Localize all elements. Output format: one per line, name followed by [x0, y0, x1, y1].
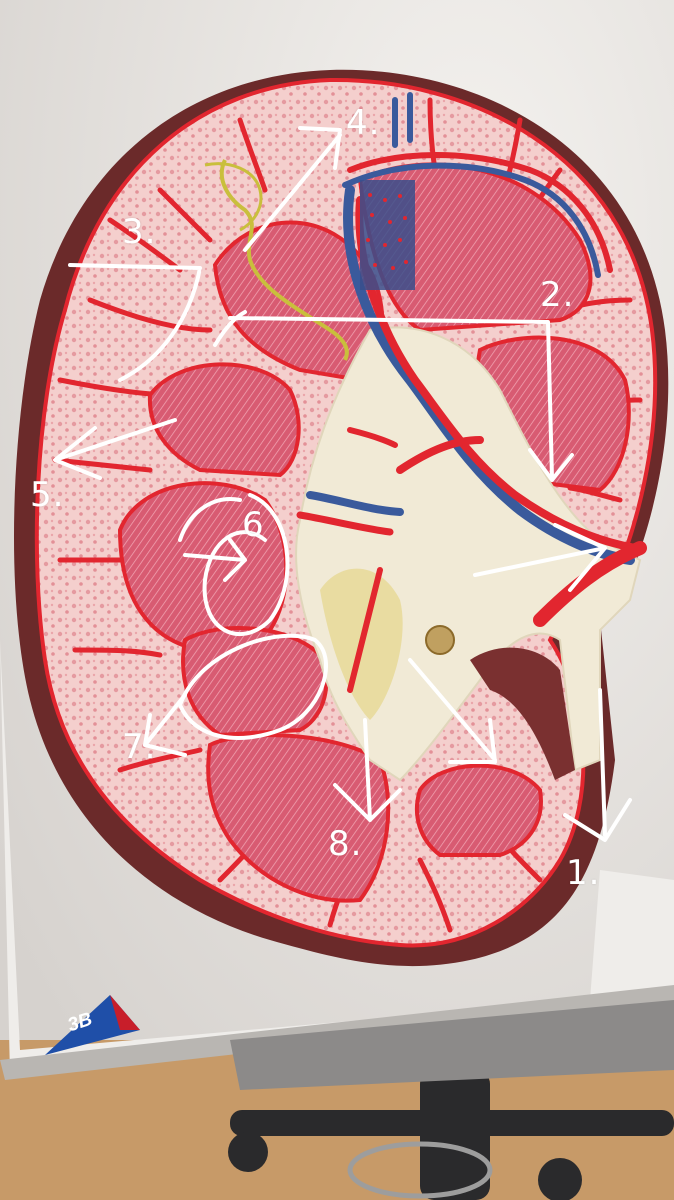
arcuate-vein [342, 162, 601, 278]
annotation-6 [178, 493, 290, 637]
arrow-4 [243, 126, 342, 252]
pyramid [206, 733, 391, 903]
ureter-cross-section [470, 647, 575, 780]
label-6: 6 [242, 505, 265, 545]
stand-shadow [230, 1000, 674, 1090]
label-8: 8. [328, 824, 363, 864]
label-7: 7. [122, 727, 157, 767]
vascular-detail-dots [366, 193, 408, 270]
ureter-lumen [425, 625, 455, 655]
interlobar-artery-2 [347, 427, 398, 448]
interlobar-artery [347, 567, 383, 693]
pyramid [147, 362, 301, 478]
segmental-vein [306, 491, 404, 516]
vein-stub-top [392, 92, 413, 148]
arrow-8 [333, 718, 402, 822]
arrow-3 [68, 263, 247, 382]
office-chair-icon [228, 1070, 674, 1200]
arrow-2 [228, 316, 574, 482]
arrow-renal-artery [473, 523, 607, 592]
label-5: 5. [30, 475, 65, 515]
arrow-8b [408, 658, 497, 764]
segmental-artery [396, 436, 484, 474]
renal-artery [533, 541, 647, 627]
arrow-5 [53, 418, 177, 480]
pyramid [414, 763, 543, 857]
arrow-1 [563, 688, 632, 842]
label-2: 2. [540, 275, 575, 315]
renal-vein-branch [343, 185, 635, 565]
nephron-model-loop [204, 162, 263, 232]
label-3: 3. [122, 212, 157, 252]
label-4: 4. [346, 103, 381, 143]
3b-scientific-logo-icon [45, 995, 140, 1055]
nephron-model [219, 159, 349, 361]
segmental-artery-2 [296, 511, 394, 536]
pyramid [181, 626, 329, 738]
label-1: 1. [566, 853, 601, 893]
annotation-arrows [53, 126, 632, 842]
arcuate-artery [347, 152, 613, 273]
annotation-7 [143, 633, 328, 757]
vascular-detail [360, 180, 415, 290]
